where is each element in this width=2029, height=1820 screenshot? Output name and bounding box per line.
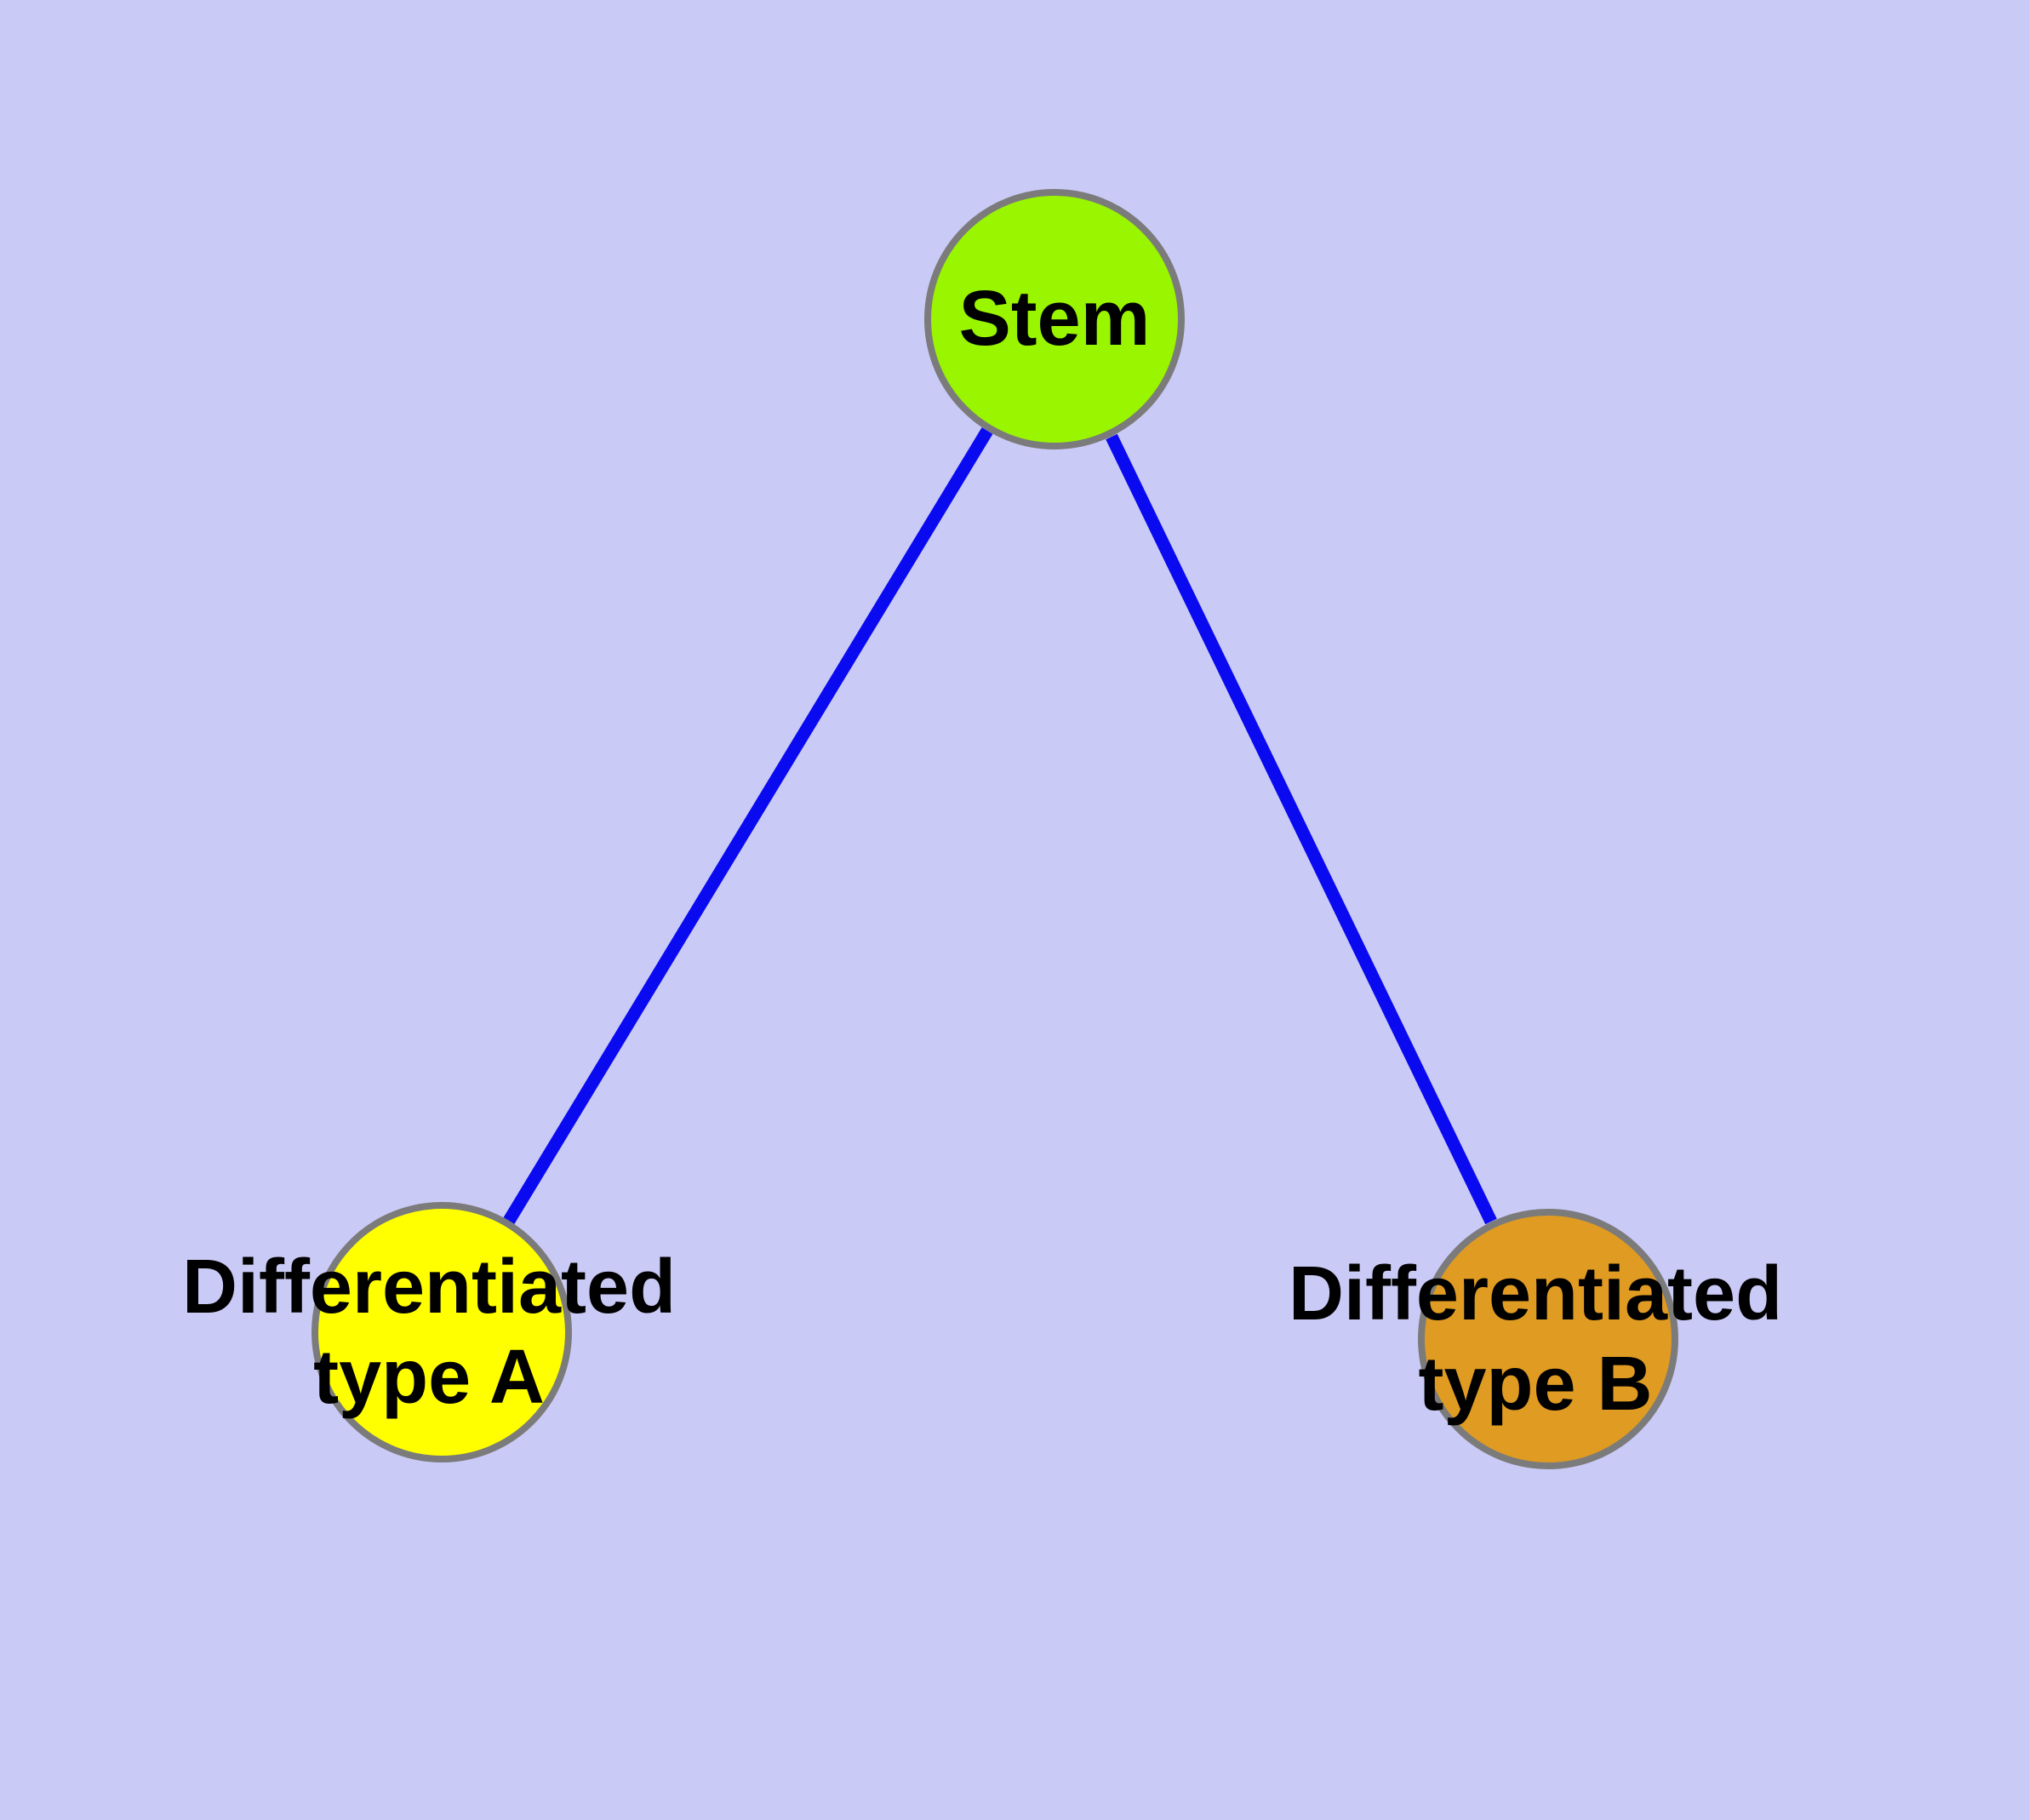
node-differentiated-type-b-label: Differentiated type B: [1288, 1251, 1783, 1427]
edge-stem-to-type-b: [1106, 433, 1497, 1225]
edge-stem-to-type-a: [503, 427, 993, 1224]
node-stem-label: Stem: [958, 275, 1151, 363]
node-stem: Stem: [924, 189, 1185, 449]
node-differentiated-type-a: Differentiated type A: [182, 1202, 676, 1462]
node-differentiated-type-a-label: Differentiated type A: [181, 1245, 677, 1420]
node-differentiated-type-b: Differentiated type B: [1289, 1209, 1782, 1469]
